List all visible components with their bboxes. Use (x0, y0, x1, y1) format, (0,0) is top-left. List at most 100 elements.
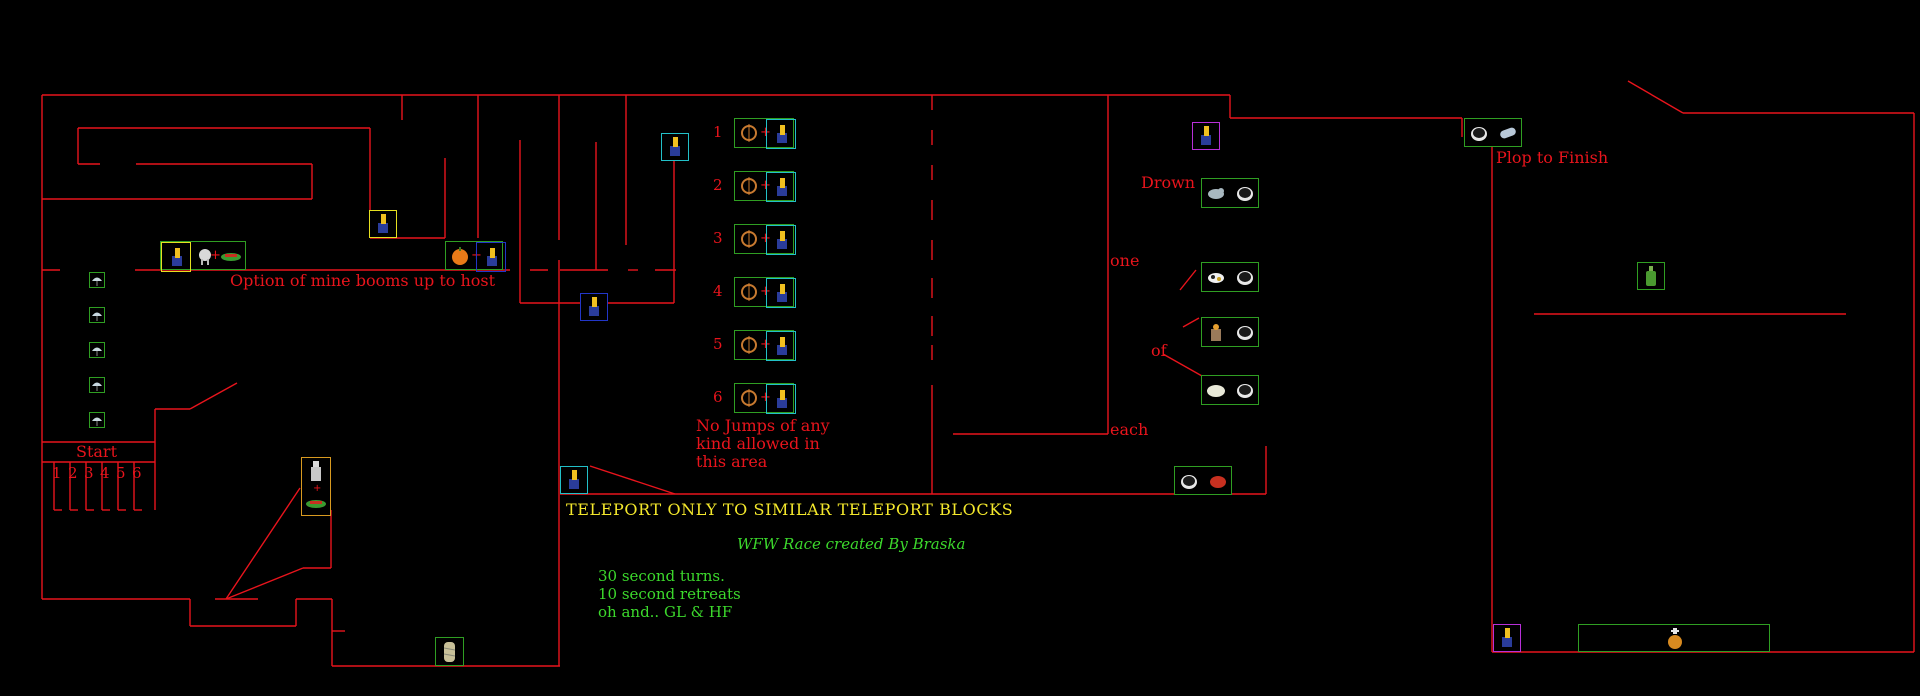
lane-number: 6 (132, 464, 142, 482)
teleport-icon (161, 242, 191, 272)
teleport-block[interactable] (369, 210, 397, 238)
cauldron-icon (1231, 376, 1259, 404)
drown-crate-row[interactable] (1201, 178, 1259, 208)
teleport-icon (766, 119, 796, 149)
parachute-crate[interactable] (89, 342, 105, 358)
plus-sign: + (760, 337, 771, 352)
plus-sign: + (760, 125, 771, 140)
finish-grenade-crate[interactable] (1578, 624, 1770, 652)
sheep-icon (1202, 376, 1230, 404)
parachute-icon (92, 417, 102, 426)
ninja-rope-icon (735, 119, 763, 147)
plop-finish-label: Plop to Finish (1496, 148, 1609, 167)
ninja-rope-icon (735, 225, 763, 253)
parachute-crate[interactable] (89, 412, 105, 428)
weapon-row-number: 5 (713, 335, 723, 353)
drown-crate-row[interactable] (1201, 317, 1259, 347)
weapon-crate-row[interactable]: + (734, 118, 796, 149)
jetpack-icon (1494, 119, 1522, 147)
ninja-rope-icon (735, 331, 763, 359)
teleport-icon (569, 470, 579, 489)
rules-label: 30 second turns. 10 second retreats oh a… (598, 567, 741, 621)
one-label: one (1110, 251, 1140, 270)
parachute-crate[interactable] (89, 272, 105, 288)
parachute-crate[interactable] (89, 377, 105, 393)
bottle-girder-crate[interactable]: + (301, 457, 331, 516)
teleport-icon (766, 331, 796, 361)
armadillo-icon (1204, 467, 1232, 495)
mummy-crate[interactable] (435, 637, 464, 666)
teleport-block[interactable] (1192, 122, 1220, 150)
lane-number: 3 (84, 464, 94, 482)
no-jumps-label: No Jumps of any kind allowed in this are… (696, 416, 830, 471)
weapon-row-number: 3 (713, 229, 723, 247)
ninja-rope-icon (735, 278, 763, 306)
parachute-icon (92, 347, 102, 356)
credits-label: WFW Race created By Braska (737, 535, 966, 553)
drown-crate-row[interactable] (1201, 375, 1259, 405)
plus-sign: + (760, 284, 771, 299)
pumpkin-crate-row[interactable]: + (445, 241, 506, 272)
each-label: each (1110, 420, 1149, 439)
ninja-rope-icon (735, 172, 763, 200)
cauldron-icon (1231, 263, 1259, 291)
teleport-icon (766, 278, 796, 308)
weapon-crate-row[interactable]: + (734, 277, 796, 308)
grenade-icon (1668, 628, 1682, 649)
teleport-block[interactable] (560, 466, 588, 494)
teleport-block[interactable] (1493, 624, 1521, 652)
teleport-icon (378, 214, 388, 233)
torch-icon (1202, 318, 1230, 346)
weapon-row-number: 2 (713, 176, 723, 194)
finish-crate-row[interactable] (1464, 118, 1522, 147)
teleport-icon (670, 137, 680, 156)
weapon-crate-row[interactable]: + (734, 383, 796, 414)
svg-text:+: + (313, 483, 321, 494)
weapon-row-number: 6 (713, 388, 723, 406)
plus-sign: + (760, 178, 771, 193)
teleport-icon (766, 384, 796, 414)
weapon-crate-row[interactable]: + (734, 171, 796, 202)
pumpkin-icon (446, 242, 474, 270)
start-label: Start (76, 442, 118, 461)
cauldron-icon (1231, 179, 1259, 207)
cauldron-icon (1175, 467, 1203, 495)
option-mine-label: Option of mine booms up to host (230, 271, 496, 290)
armadillo-crate-row[interactable] (1174, 466, 1232, 495)
bottle-crate[interactable] (1637, 262, 1665, 290)
teleport-icon (476, 242, 506, 272)
weapon-crate-row[interactable]: + (734, 224, 796, 255)
lane-number: 4 (100, 464, 110, 482)
parachute-icon (92, 277, 102, 286)
lane-number: 5 (116, 464, 126, 482)
plus-sign: + (760, 390, 771, 405)
weapon-crate-row[interactable]: + (734, 330, 796, 361)
mummy-icon (443, 642, 456, 662)
lane-number: 1 (52, 464, 62, 482)
teleport-rule-label: TELEPORT ONLY TO SIMILAR TELEPORT BLOCKS (566, 500, 1014, 519)
start-crate-row[interactable]: + (160, 241, 246, 272)
of-label: of (1151, 341, 1167, 360)
weapon-row-number: 4 (713, 282, 723, 300)
teleport-icon (1201, 126, 1211, 145)
cauldron-icon (1231, 318, 1259, 346)
girder-icon (217, 242, 245, 270)
maze-walls (41, 80, 1915, 667)
ninja-rope-icon (735, 384, 763, 412)
cauldron-icon (1465, 119, 1493, 147)
teleport-icon (589, 297, 599, 316)
dove-icon (1202, 179, 1230, 207)
cow-icon (1202, 263, 1230, 291)
lane-number: 2 (68, 464, 78, 482)
teleport-block[interactable] (580, 293, 608, 321)
teleport-block[interactable] (661, 133, 689, 161)
teleport-icon (766, 172, 796, 202)
teleport-icon (1502, 628, 1512, 647)
parachute-crate[interactable] (89, 307, 105, 323)
bottle-icon (1646, 266, 1656, 286)
drown-crate-row[interactable] (1201, 262, 1259, 292)
plus-sign: + (760, 231, 771, 246)
parachute-icon (92, 382, 102, 391)
drown-label: Drown (1141, 173, 1196, 192)
